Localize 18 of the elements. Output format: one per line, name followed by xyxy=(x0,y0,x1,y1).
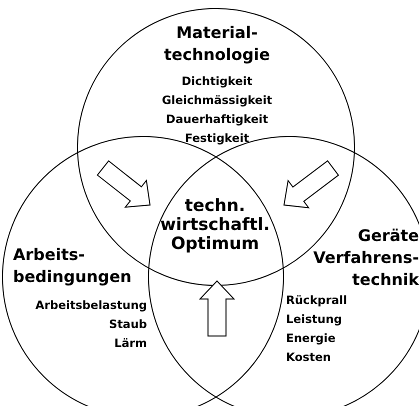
circle-heading: Material- technologie xyxy=(162,22,272,66)
list-item: Festigkeit xyxy=(184,130,250,147)
center-label: techn. wirtschaftl. Optimum xyxy=(140,197,290,281)
circle-heading: Geräte Verfahrens- technik xyxy=(312,225,419,291)
list-item: Energie xyxy=(286,330,336,347)
block-arrow xyxy=(283,160,340,208)
list-item: Rückprall xyxy=(286,292,348,309)
list-item: Dichtigkeit xyxy=(180,73,254,90)
list-item: Leistung xyxy=(286,311,344,328)
list-item: Lärm xyxy=(113,335,147,352)
circle-heading: Arbeits- bedingungen xyxy=(13,244,133,288)
list-item: Arbeitsbelastung xyxy=(34,297,147,314)
list-item: Gleichmässigkeit xyxy=(160,92,274,109)
list-item: Kosten xyxy=(286,349,332,366)
block-arrow xyxy=(96,160,151,208)
list-item: Staub xyxy=(108,316,147,333)
list-item: Dauerhaftigkeit xyxy=(164,111,270,128)
block-arrow xyxy=(198,280,236,336)
